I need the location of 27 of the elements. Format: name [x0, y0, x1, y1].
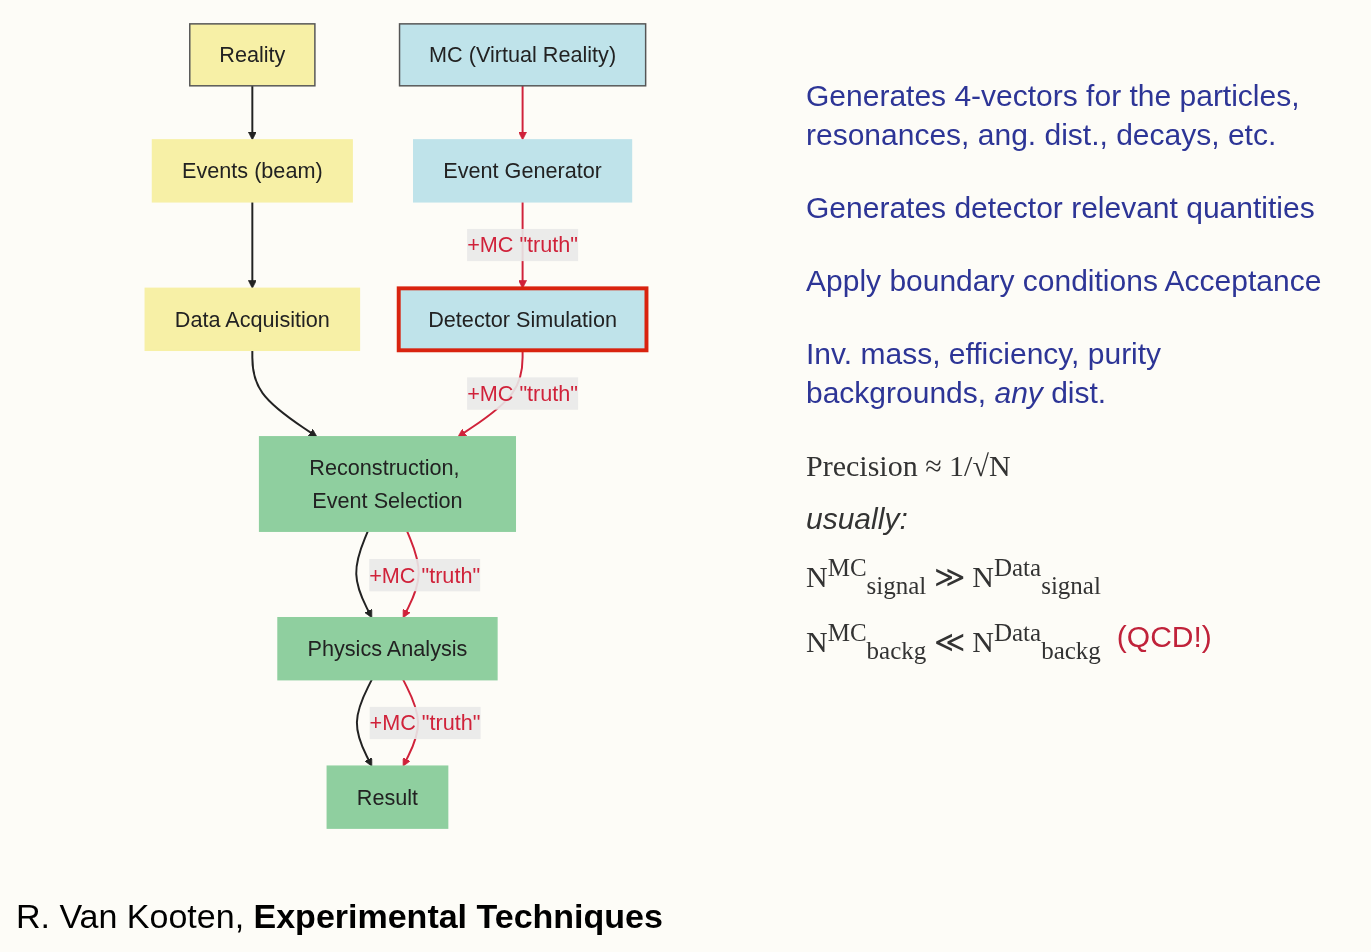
node-box: Reconstruction, Event Selection	[259, 436, 517, 532]
edge-label: +MC "truth"	[467, 381, 579, 406]
note: usually:	[806, 501, 909, 537]
node-box: MC (Virtual Reality)	[398, 23, 647, 87]
node-box: Data Acquisition	[144, 287, 361, 352]
arrow	[355, 530, 373, 619]
arrow	[248, 84, 257, 141]
node-box: Event Generator	[413, 139, 633, 203]
arrow	[248, 200, 257, 289]
annotation-text: Generates 4-vectors for the particles, resonances, ang. dist., decays, etc.	[806, 78, 1301, 153]
node-box: Detector Simulation	[396, 286, 649, 353]
annotation-text: Apply boundary conditions Acceptance	[806, 263, 1323, 299]
edge-label: +MC "truth"	[467, 232, 579, 258]
arrow	[251, 349, 318, 438]
annotation-text: Generates detector relevant quantities	[806, 190, 1316, 226]
arrow	[518, 84, 528, 141]
formula: Precision ≈ 1/√N	[806, 448, 1012, 484]
node-box: Events (beam)	[151, 139, 354, 203]
annotation-text: Inv. mass, efficiency, purity backgrounds, any dist.	[806, 336, 1163, 411]
node-box: Result	[326, 765, 449, 829]
edge-label: +MC "truth"	[369, 710, 481, 736]
note: (QCD!)	[1116, 618, 1212, 655]
node-box: Reality	[189, 23, 316, 87]
caption: R. Van Kooten, Experimental Techniques	[16, 897, 664, 936]
edge-label: +MC "truth"	[369, 562, 481, 588]
arrow	[356, 678, 373, 767]
node-box: Physics Analysis	[277, 617, 498, 681]
